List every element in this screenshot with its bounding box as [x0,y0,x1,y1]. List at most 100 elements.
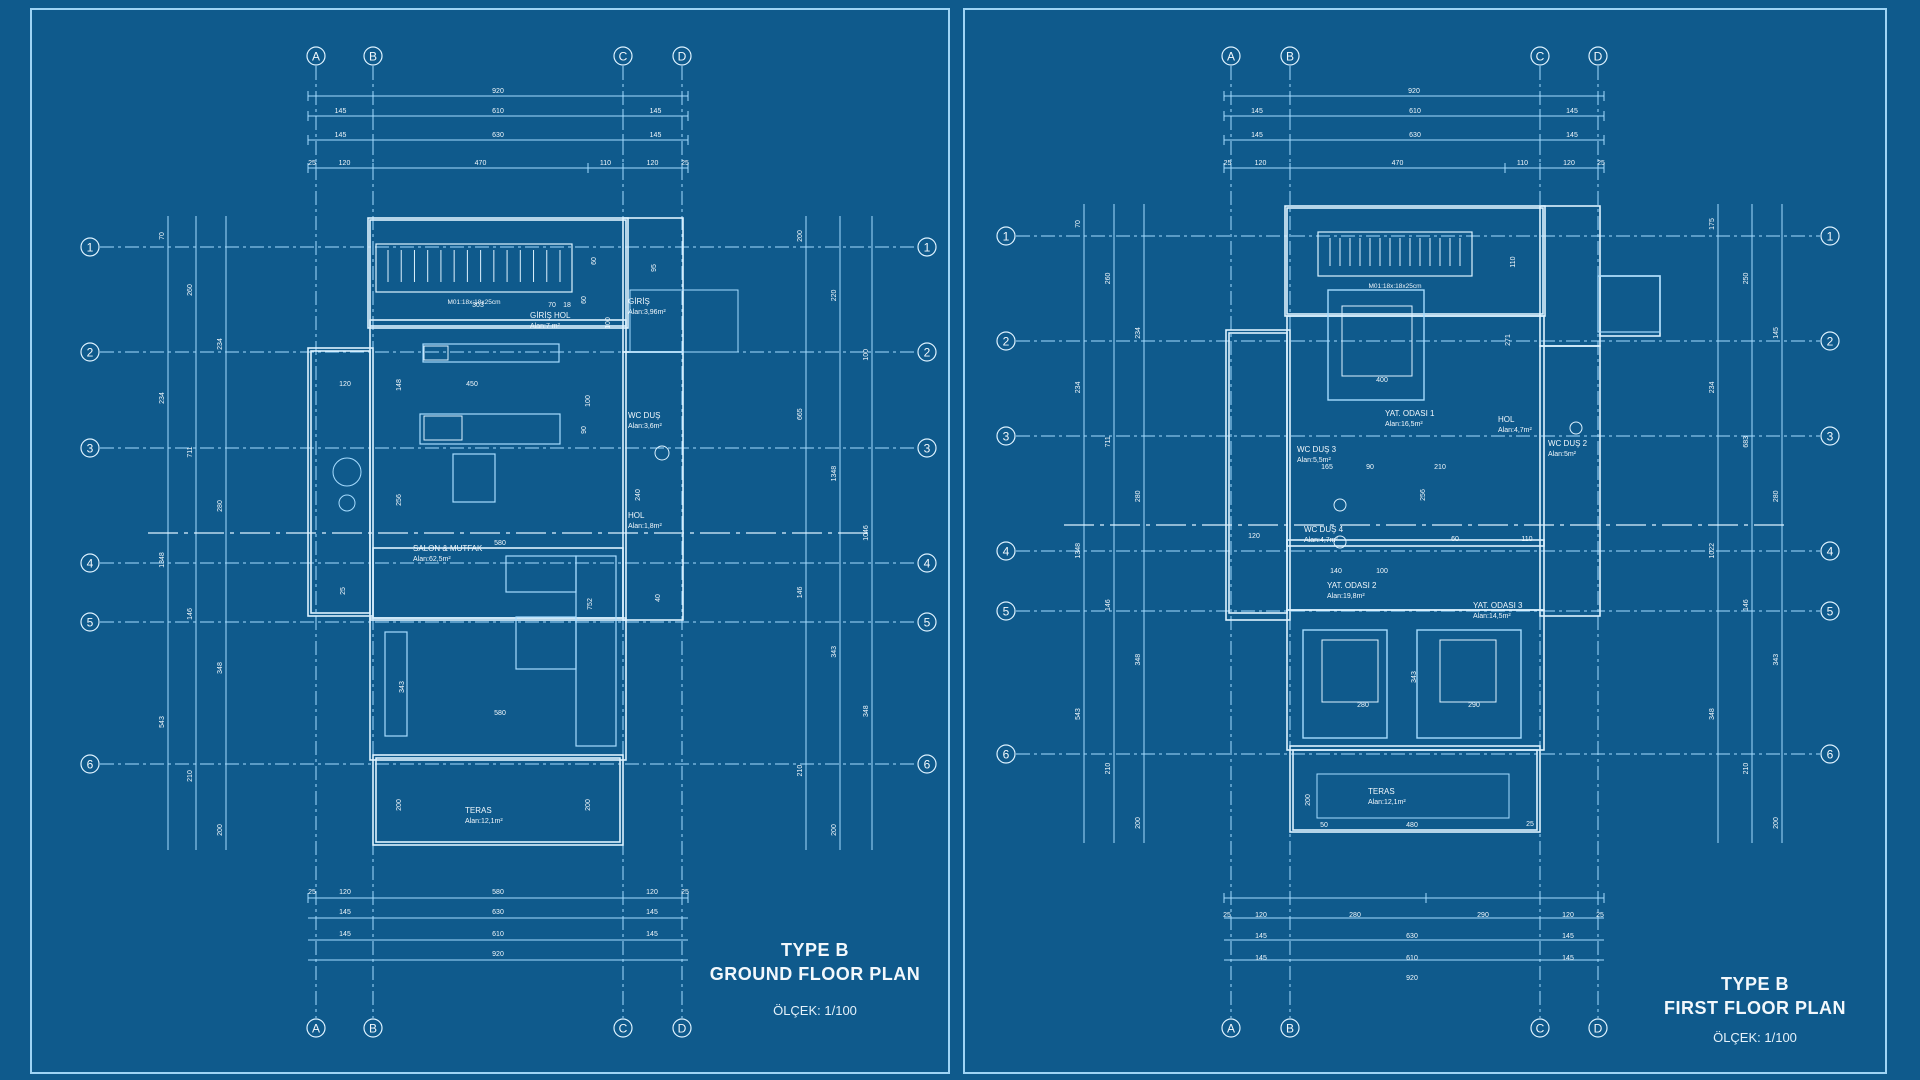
grid-row-3-left-label: 3 [1003,430,1010,444]
room-area-7: Alan:12,1m² [1368,799,1406,806]
plant-icon [338,494,356,512]
grid-row-5-left-bubble [996,601,1016,621]
grid-row-5-right-bubble [1820,601,1840,621]
dining-table [452,453,496,503]
room-area-2: Alan:3,6m² [628,423,663,430]
wall-8 [1289,745,1541,833]
room-area-1: Alan:3,96m² [628,309,666,316]
inner-dim-5: 752 [587,598,594,610]
dim-bottom-6: 630 [492,909,504,916]
dim-right-0: 175 [1709,218,1716,230]
dim-right-9: 348 [1709,708,1716,720]
room-name-4: WC DUŞ 4 [1304,525,1344,534]
dim-left-7: 146 [1105,599,1112,611]
grid-col-A-top-bubble [306,46,326,66]
wall-0 [367,217,629,329]
grid-row-4-right-label: 4 [924,557,931,571]
inner-dim-18: 200 [396,799,403,811]
grid-row-4-right-label: 4 [1827,545,1834,559]
wall-10 [310,350,371,614]
dim-top-3-1: 120 [1255,160,1267,167]
grid-col-A-bottom-label: A [1227,1022,1235,1036]
staircase [1317,231,1473,277]
dim-top-3-1: 120 [339,160,351,167]
grid-col-C-bottom-bubble [1530,1018,1550,1038]
staircase [375,243,573,293]
dim-top-2-2: 145 [1566,132,1578,139]
grid-row-4-left-bubble [996,541,1016,561]
grid-row-5-right-bubble [917,612,937,632]
dim-left-4: 711 [1105,436,1112,447]
inner-dim-1: 271 [1505,334,1512,346]
grid-row-1-left-label: 1 [1003,230,1010,244]
bed-3 [1416,629,1522,739]
inner-dim-0: 400 [1376,377,1388,384]
ground-title-type: TYPE B [780,940,849,960]
inner-dim-10: 95 [651,264,658,272]
grid-col-C-bottom-bubble [613,1018,633,1038]
dim-left-11: 200 [1135,817,1142,829]
grid-row-2-right-bubble [1820,331,1840,351]
inner-dim-7: 140 [1330,568,1342,575]
shower-icon [1333,498,1347,512]
grid-row-6-right-label: 6 [924,758,931,772]
inner-dim-8: 148 [396,379,403,391]
room-name-5: TERAS [465,806,492,815]
dim-right-8: 343 [1773,654,1780,666]
wall-9 [1292,749,1538,831]
inner-dim-18: 25 [1526,821,1534,828]
dim-left-1: 260 [1105,273,1112,285]
grid-row-3-right-label: 3 [1827,430,1834,444]
dim-left-3: 234 [1075,381,1082,393]
room-area-2: Alan:5,5m² [1297,457,1332,464]
inner-dim-14: 60 [1451,536,1459,543]
inner-dim-16: 120 [1248,533,1260,540]
wall-1 [369,219,627,327]
dim-bottom-2: 280 [1349,912,1361,919]
inner-dim-19: 25 [340,587,347,595]
inner-dim-4: 256 [396,494,403,506]
dim-bottom-12: 920 [1406,975,1418,982]
dim-bottom-11: 920 [492,951,504,958]
inner-dim-12: 18 [563,302,571,309]
grid-col-B-top-label: B [1286,50,1294,64]
dim-left-5: 280 [217,500,224,512]
wall-10 [1599,275,1661,337]
dim-left-1: 260 [187,284,194,296]
room-area-0: Alan:7 m² [530,323,561,330]
dim-left-11: 200 [217,824,224,836]
wall-9 [375,757,621,843]
grid-row-3-left-bubble [80,438,100,458]
grid-row-4-left-label: 4 [1003,545,1010,559]
dim-bottom-8: 145 [339,931,351,938]
dim-top-2-1: 630 [1409,132,1421,139]
ground-title-name: GROUND FLOOR PLAN [709,964,921,984]
stair-label: M01:18x:18x25cm [1368,283,1421,290]
dim-right-6: 1022 [1709,543,1716,559]
grid-row-1-right-bubble [1820,226,1840,246]
dim-left-6: 1348 [1075,543,1082,559]
inner-dim-14: 90 [581,426,588,434]
room-area-5: Alan:12,1m² [465,818,503,825]
grid-row-2-left-label: 2 [1003,335,1010,349]
inner-dim-0: 303 [472,302,484,309]
shower-icon-2 [1333,535,1347,549]
inner-dim-7: 120 [339,381,351,388]
grid-row-5-left-bubble [80,612,100,632]
dim-bottom-3: 290 [1477,912,1489,919]
dim-bottom-1: 120 [1255,912,1267,919]
room-name-4: SALON & MUTFAK [413,544,483,553]
dim-top-3-0: 25 [1224,160,1232,167]
grid-row-4-left-bubble [80,553,100,573]
bed-1 [1327,289,1425,401]
dim-right-1: 220 [831,289,838,301]
grid-col-B-bottom-bubble [363,1018,383,1038]
dim-right-1: 250 [1743,273,1750,285]
grid-col-C-top-bubble [613,46,633,66]
dim-left-8: 348 [1135,654,1142,666]
dim-bottom-0: 25 [1223,912,1231,919]
grid-row-4-left-label: 4 [87,557,94,571]
grid-row-4-right-bubble [1820,541,1840,561]
room-area-0: Alan:16,5m² [1385,421,1423,428]
